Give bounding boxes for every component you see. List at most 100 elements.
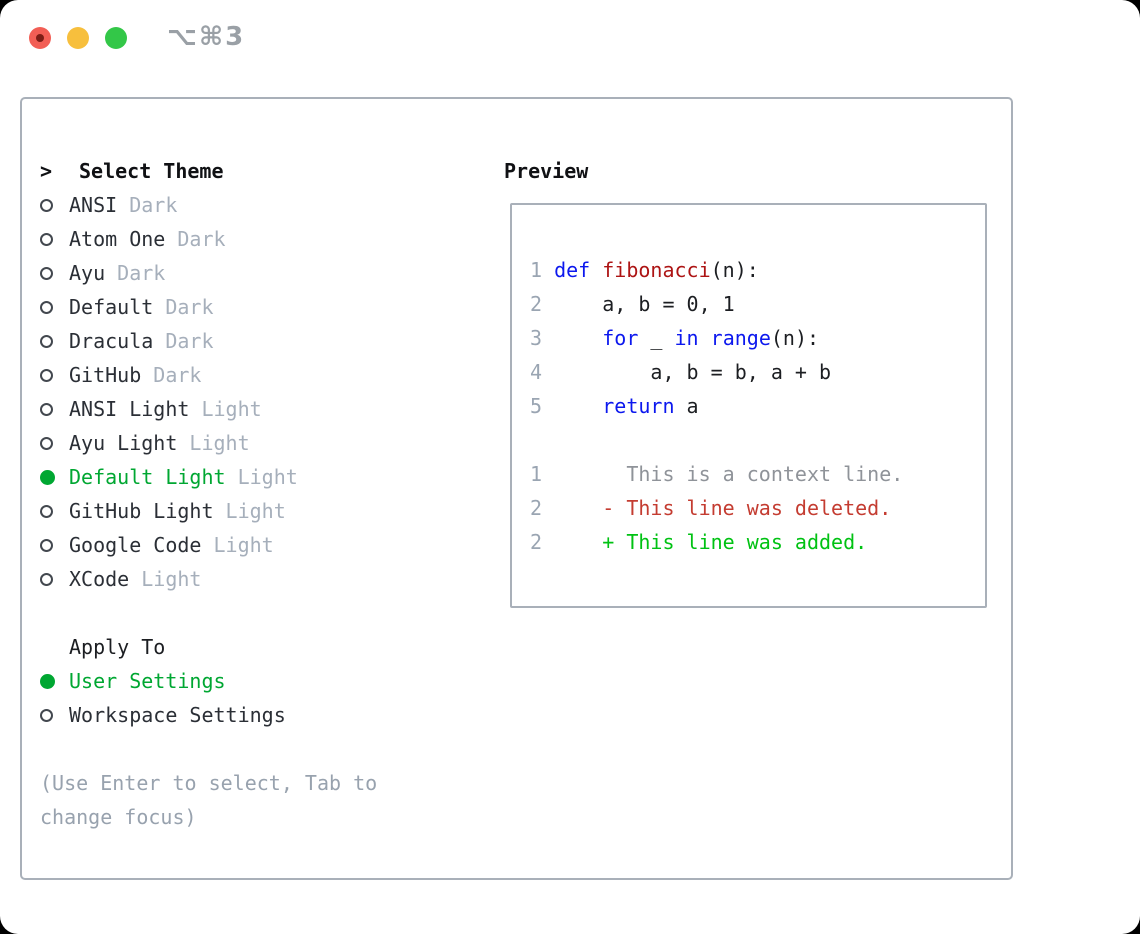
theme-variant-label: Light xyxy=(189,397,262,421)
theme-variant-label: Dark xyxy=(105,261,166,285)
line-number: 1 xyxy=(530,462,543,486)
titlebar: ⌥⌘3 xyxy=(0,0,1140,76)
theme-variant-label: Light xyxy=(177,431,250,455)
theme-option-label: Ayu xyxy=(69,261,106,285)
theme-option-label: ANSI Light xyxy=(69,397,190,421)
code-token-kw: for xyxy=(602,326,639,350)
radio-unselected-icon xyxy=(40,436,69,450)
code-line: 1 def fibonacci(n): xyxy=(530,253,985,287)
theme-option-label: Dracula xyxy=(69,329,154,353)
theme-option[interactable]: Google Code Light xyxy=(40,528,480,562)
theme-option[interactable]: Ayu Dark xyxy=(40,256,480,290)
theme-option[interactable]: ANSI Dark xyxy=(40,188,480,222)
code-line: 5 return a xyxy=(530,389,985,423)
apply-to-heading: Apply To xyxy=(40,630,480,664)
radio-unselected-icon xyxy=(40,198,69,212)
code-token-kw: return xyxy=(602,394,675,418)
theme-option[interactable]: GitHub Dark xyxy=(40,358,480,392)
code-line: 2 a, b = 0, 1 xyxy=(530,287,985,321)
code-token-ctx: This is a context line. xyxy=(542,462,904,486)
theme-list-heading-label: Select Theme xyxy=(79,159,224,183)
radio-unselected-icon xyxy=(40,300,69,314)
line-number: 2 xyxy=(530,530,543,554)
radio-unselected-icon xyxy=(40,266,69,280)
code-line xyxy=(530,423,985,457)
radio-unselected-icon xyxy=(40,402,69,416)
line-number: 5 xyxy=(530,394,543,418)
close-button-icon[interactable] xyxy=(29,27,51,49)
code-token-pl xyxy=(699,326,711,350)
theme-variant-label: Light xyxy=(129,567,202,591)
radio-unselected-icon xyxy=(40,334,69,348)
theme-option-label: Atom One xyxy=(69,227,166,251)
selection-cursor-icon: > xyxy=(40,159,53,183)
theme-option-label: Ayu Light xyxy=(69,431,178,455)
code-line: 2 - This line was deleted. xyxy=(530,491,985,525)
theme-variant-label: Light xyxy=(225,465,298,489)
theme-list-heading: > Select Theme xyxy=(40,154,480,188)
theme-variant-label: Light xyxy=(201,533,274,557)
apply-option-label: Workspace Settings xyxy=(69,703,286,727)
radio-unselected-icon xyxy=(40,504,69,518)
code-line: 3 for _ in range(n): xyxy=(530,321,985,355)
window-title: ⌥⌘3 xyxy=(167,22,246,52)
radio-unselected-icon xyxy=(40,572,69,586)
code-line: 2 + This line was added. xyxy=(530,525,985,559)
code-token-kw: def xyxy=(554,258,591,282)
theme-option[interactable]: XCode Light xyxy=(40,562,480,596)
radio-unselected-icon xyxy=(40,708,69,722)
code-token-pl xyxy=(590,258,602,282)
code-token-kw: range xyxy=(710,326,771,350)
line-number: 3 xyxy=(530,326,543,350)
line-number: 2 xyxy=(530,496,543,520)
theme-variant-label: Dark xyxy=(165,227,226,251)
code-token-pl xyxy=(542,326,602,350)
code-token-pl xyxy=(542,258,554,282)
theme-variant-label: Light xyxy=(213,499,286,523)
theme-option-label: ANSI xyxy=(69,193,118,217)
radio-unselected-icon xyxy=(40,368,69,382)
line-number: 2 xyxy=(530,292,543,316)
theme-option-label: GitHub xyxy=(69,363,142,387)
theme-option-label: GitHub Light xyxy=(69,499,214,523)
line-number: 1 xyxy=(530,258,543,282)
code-token-pl: (n): xyxy=(770,326,820,350)
code-token-kw: in xyxy=(674,326,699,350)
theme-option[interactable]: GitHub Light Light xyxy=(40,494,480,528)
theme-variant-label: Dark xyxy=(153,295,214,319)
theme-variant-label: Dark xyxy=(153,329,214,353)
code-token-del: - This line was deleted. xyxy=(602,496,892,520)
theme-option-label: XCode xyxy=(69,567,130,591)
theme-variant-label: Dark xyxy=(117,193,178,217)
code-token-pl xyxy=(542,394,602,418)
code-token-fn: fibonacci xyxy=(602,258,711,282)
code-line: 1 This is a context line. xyxy=(530,457,985,491)
theme-option[interactable]: Default Light Light xyxy=(40,460,480,494)
spacer xyxy=(40,732,480,766)
code-token-pl: (n): xyxy=(710,258,759,282)
apply-option[interactable]: User Settings xyxy=(40,664,480,698)
radio-selected-icon xyxy=(40,469,69,485)
theme-option[interactable]: ANSI Light Light xyxy=(40,392,480,426)
zoom-button-icon[interactable] xyxy=(105,27,127,49)
code-token-pl: a, b = b, a + b xyxy=(542,360,832,384)
keyboard-hint: (Use Enter to select, Tab to xyxy=(40,771,378,795)
apply-option[interactable]: Workspace Settings xyxy=(40,698,480,732)
theme-option[interactable]: Ayu Light Light xyxy=(40,426,480,460)
code-token-pl xyxy=(542,496,602,520)
theme-option[interactable]: Atom One Dark xyxy=(40,222,480,256)
line-number: 4 xyxy=(530,360,543,384)
code-token-pl xyxy=(542,530,602,554)
radio-unselected-icon xyxy=(40,538,69,552)
minimize-button-icon[interactable] xyxy=(67,27,89,49)
radio-unselected-icon xyxy=(40,232,69,246)
theme-option[interactable]: Dracula Dark xyxy=(40,324,480,358)
keyboard-hint: change focus) xyxy=(40,805,197,829)
theme-option[interactable]: Default Dark xyxy=(40,290,480,324)
radio-selected-icon xyxy=(40,673,69,689)
code-token-pl: _ xyxy=(638,326,675,350)
